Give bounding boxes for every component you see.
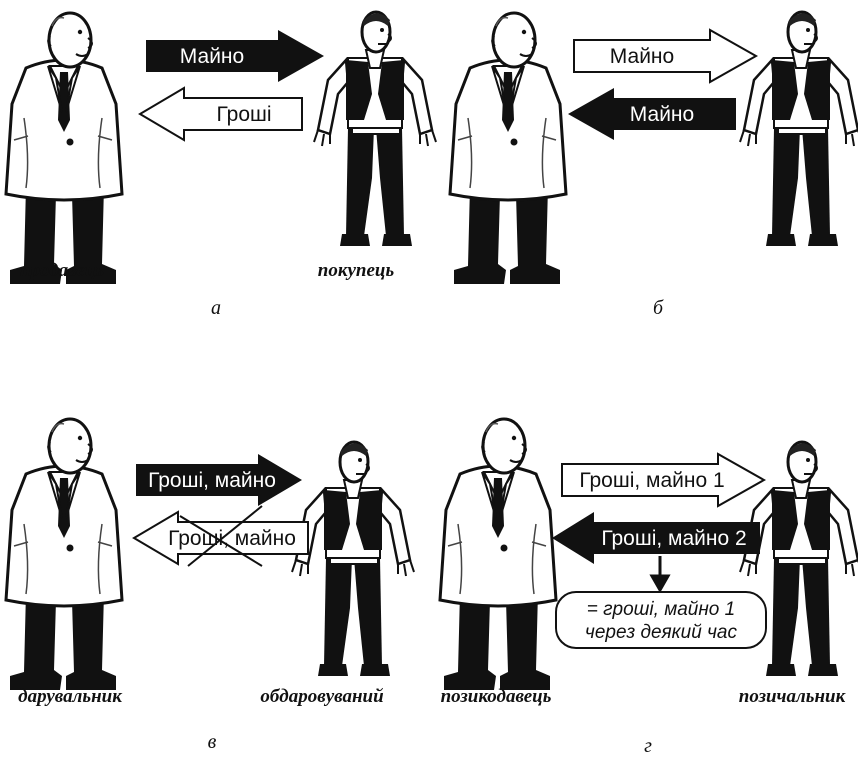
panel-letter-a: а <box>211 297 221 319</box>
caption-lender: позикодавець <box>441 686 552 707</box>
arrow-right-black-c <box>136 454 302 506</box>
caption-recipient: обдаровуваний <box>260 686 383 707</box>
arrow-label-d-repayment: Гроші, майно 2 <box>601 527 746 550</box>
caption-borrower: позичальник <box>739 686 847 707</box>
lender-figure <box>438 417 558 692</box>
arrow-right-white-b <box>573 28 759 84</box>
party-right-figure <box>738 10 858 248</box>
arrow-right-white-d <box>561 452 767 508</box>
repayment-note-line1: = гроші, майно 1 <box>587 599 735 620</box>
caption-seller: продавець <box>20 260 104 281</box>
panel-letter-d: г <box>644 735 652 757</box>
arrow-label-b-property-out: Майно <box>610 45 674 68</box>
panel-d: Гроші, майно 1 Гроші, майно 2 = гроші, м… <box>438 417 858 757</box>
caption-buyer: покупець <box>318 260 395 281</box>
arrow-left-white-a <box>138 86 303 142</box>
repayment-note-bubble <box>555 591 767 649</box>
arrow-label-d-loan: Гроші, майно 1 <box>579 469 724 492</box>
recipient-figure <box>290 440 416 678</box>
cross-out-mark <box>179 505 263 567</box>
party-left-figure <box>448 11 568 286</box>
arrow-label-c-gift: Гроші, майно <box>148 469 276 492</box>
panel-c: Гроші, майно Гроші, майно дарувальник об… <box>4 417 416 753</box>
arrow-left-black-d <box>552 512 760 564</box>
arrow-label-c-no-return: Гроші, майно <box>168 527 296 550</box>
buyer-figure <box>312 10 438 248</box>
seller-figure <box>4 11 124 286</box>
panel-b: Майно Майно б <box>448 10 858 319</box>
down-connector-arrow <box>649 556 671 594</box>
caption-giver: дарувальник <box>18 686 123 707</box>
arrow-label-a-property: Майно <box>180 45 244 68</box>
panel-letter-b: б <box>653 297 664 319</box>
arrow-left-black-b <box>568 88 736 140</box>
giver-figure <box>4 417 124 692</box>
repayment-note-line2: через деякий час <box>585 622 737 643</box>
panel-a: Майно Гроші продавець покупець а <box>4 10 438 319</box>
panel-letter-c: в <box>208 731 217 753</box>
arrow-label-b-property-in: Майно <box>630 103 694 126</box>
arrow-label-a-money: Гроші <box>216 103 271 126</box>
arrow-right-black-a <box>146 30 324 82</box>
